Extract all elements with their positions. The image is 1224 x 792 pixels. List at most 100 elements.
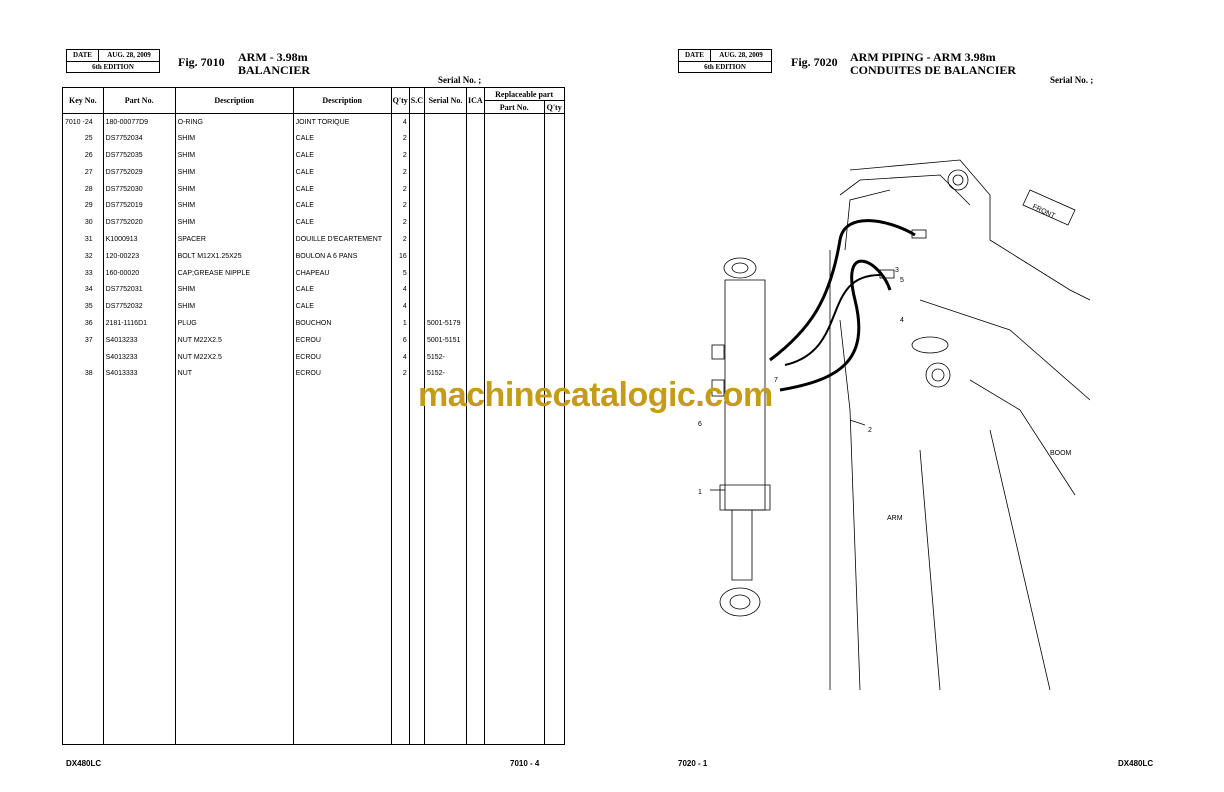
cell-empty — [465, 163, 485, 181]
cell-empty — [483, 147, 545, 164]
figure-title-en: ARM - 3.98m — [238, 50, 308, 64]
callout-2: 2 — [868, 427, 872, 434]
cell-empty — [543, 147, 565, 164]
cell-empty — [483, 281, 545, 299]
cell-empty — [543, 130, 565, 148]
cell-part: S4013233 — [102, 348, 176, 366]
cell-desc-en: SHIM — [174, 281, 294, 299]
cell-empty — [62, 382, 104, 745]
cell-empty — [408, 231, 425, 248]
cell-desc-fr: CALE — [292, 147, 392, 164]
parts-table: Key No. Part No. Description Description… — [62, 87, 565, 745]
cell-empty — [483, 163, 545, 181]
figure-title-fr: BALANCIER — [238, 63, 311, 77]
cell-desc-en: SHIM — [174, 180, 294, 198]
col-sc: S.C — [408, 87, 425, 114]
cell-empty — [465, 247, 485, 265]
cell-key: 32 — [62, 247, 104, 265]
cell-desc-en: BOLT M12X1.25X25 — [174, 247, 294, 265]
cell-desc-fr: CALE — [292, 130, 392, 148]
cell-empty — [423, 382, 467, 745]
cell-empty — [390, 382, 410, 745]
boom-outline — [849, 159, 1090, 301]
cell-empty — [483, 264, 545, 282]
col-qty: Q'ty — [390, 87, 410, 114]
cell-empty — [543, 231, 565, 248]
cell-empty — [174, 382, 294, 745]
cell-desc-fr: CALE — [292, 197, 392, 215]
figure-number-right: Fig. 7020 — [791, 55, 838, 69]
cell-serial: 5001-5151 — [423, 331, 467, 349]
cell-part: DS7752020 — [102, 214, 176, 232]
cell-desc-en: SHIM — [174, 197, 294, 215]
cell-key: 28 — [62, 180, 104, 198]
footer-model-left: DX480LC — [66, 759, 102, 768]
cell-empty — [483, 382, 545, 745]
cell-empty — [465, 281, 485, 299]
cell-part: K1000913 — [102, 231, 176, 248]
cell-key: 34 — [62, 281, 104, 299]
cell-qty: 2 — [390, 147, 410, 164]
cell-part: DS7752031 — [102, 281, 176, 299]
cell-desc-en: SHIM — [174, 163, 294, 181]
cell-key: 35 — [62, 298, 104, 316]
cell-desc-fr: JOINT TORIQUE — [292, 113, 392, 131]
cell-key: 38 — [62, 365, 104, 383]
cell-key: 7010 -24 — [62, 113, 104, 131]
cell-desc-fr: CALE — [292, 281, 392, 299]
arm-label: ARM — [887, 515, 903, 522]
cell-qty: 16 — [390, 247, 410, 265]
cell-empty — [543, 214, 565, 232]
cell-empty — [483, 331, 545, 349]
cell-empty — [483, 298, 545, 316]
cell-desc-fr: CALE — [292, 214, 392, 232]
cell-empty — [408, 180, 425, 198]
cell-desc-fr: BOULON A 6 PANS — [292, 247, 392, 265]
callout-4: 4 — [900, 317, 904, 324]
cell-empty — [465, 382, 485, 745]
cell-empty — [543, 298, 565, 316]
col-rep-part-no: Part No. — [483, 100, 545, 114]
arm-piping-diagram: FRONT BOOM ARM 1 2 3 4 5 6 7 — [698, 159, 1090, 690]
cell-serial — [423, 197, 467, 215]
cell-empty — [408, 365, 425, 383]
cell-empty — [483, 247, 545, 265]
cell-key: 25 — [62, 130, 104, 148]
cell-empty — [465, 298, 485, 316]
cell-empty — [483, 214, 545, 232]
cell-desc-en: SPACER — [174, 231, 294, 248]
cell-empty — [465, 147, 485, 164]
cell-empty — [543, 365, 565, 383]
cell-serial — [423, 264, 467, 282]
cell-empty — [465, 331, 485, 349]
cell-part: DS7752030 — [102, 180, 176, 198]
cell-part: DS7752032 — [102, 298, 176, 316]
col-ica: ICA — [465, 87, 485, 114]
cell-empty — [465, 180, 485, 198]
cell-empty — [465, 264, 485, 282]
cell-empty — [408, 298, 425, 316]
cell-part: S4013233 — [102, 331, 176, 349]
cell-empty — [408, 382, 425, 745]
hose-1 — [769, 219, 916, 362]
cell-part: DS7752034 — [102, 130, 176, 148]
serial-label-right: Serial No. ; — [1050, 75, 1094, 85]
boom-label: BOOM — [1050, 450, 1072, 457]
cell-key: 37 — [62, 331, 104, 349]
cell-part: 180-00077D9 — [102, 113, 176, 131]
cell-qty: 2 — [390, 163, 410, 181]
cell-desc-fr: BOUCHON — [292, 315, 392, 332]
footer-page-right: 7020 - 1 — [678, 759, 708, 768]
cell-qty: 2 — [390, 197, 410, 215]
cell-desc-fr: CALE — [292, 298, 392, 316]
cell-desc-fr: CALE — [292, 163, 392, 181]
cell-part: 2181-1116D1 — [102, 315, 176, 332]
